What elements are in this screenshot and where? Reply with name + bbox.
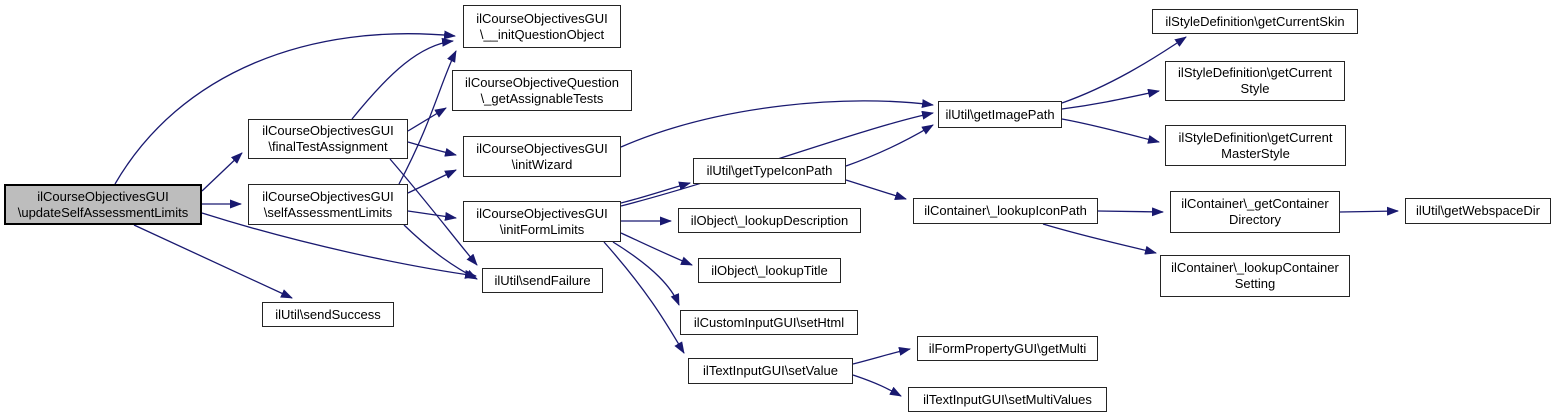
- node-getContainerDirectory[interactable]: ilContainer\_getContainer Directory: [1170, 191, 1340, 233]
- edge-selfa-sendfailure: [403, 224, 478, 280]
- edge-iconpath-containersetting: [1042, 223, 1157, 255]
- node-updateSelfAssessmentLimits[interactable]: ilCourseObjectivesGUI \updateSelfAssessm…: [4, 184, 202, 225]
- node-finalTestAssignment[interactable]: ilCourseObjectivesGUI \finalTestAssignme…: [248, 119, 408, 159]
- node-getMulti[interactable]: ilFormPropertyGUI\getMulti: [917, 336, 1098, 361]
- node-lookupContainerSetting[interactable]: ilContainer\_lookupContainer Setting: [1160, 255, 1350, 297]
- node-getTypeIconPath[interactable]: ilUtil\getTypeIconPath: [693, 158, 846, 184]
- node-getImagePath[interactable]: ilUtil\getImagePath: [938, 101, 1062, 128]
- edge-update-sendfailure: [201, 212, 477, 279]
- edge-imagepath-style: [1061, 88, 1160, 110]
- edge-typeicon-iconpath: [845, 179, 907, 200]
- edge-final-sendfailure: [389, 158, 478, 266]
- edge-setvalue-getmulti: [852, 346, 911, 365]
- edge-final-assignable: [407, 107, 447, 132]
- edge-initform-lookuptitle: [620, 232, 693, 266]
- edge-imagepath-masterstyle: [1061, 118, 1160, 144]
- node-lookupIconPath[interactable]: ilContainer\_lookupIconPath: [913, 198, 1098, 224]
- node-setMultiValues[interactable]: ilTextInputGUI\setMultiValues: [908, 387, 1107, 412]
- edge-final-initq: [351, 37, 454, 120]
- edge-selfa-initwizard: [407, 169, 457, 194]
- node-getWebspaceDir[interactable]: ilUtil\getWebspaceDir: [1405, 198, 1551, 224]
- edge-final-initwizard: [407, 141, 457, 157]
- edge-selfa-initform: [407, 210, 457, 221]
- node-getCurrentSkin[interactable]: ilStyleDefinition\getCurrentSkin: [1152, 9, 1358, 34]
- node-lookupDescription[interactable]: ilObject\_lookupDescription: [678, 208, 861, 233]
- edge-selfa-initq: [398, 50, 457, 185]
- node-sendFailure[interactable]: ilUtil\sendFailure: [482, 268, 603, 293]
- edge-update-initq: [114, 30, 456, 185]
- edge-imagepath-skin: [1061, 36, 1187, 104]
- node-selfAssessmentLimits[interactable]: ilCourseObjectivesGUI \selfAssessmentLim…: [248, 184, 408, 225]
- edge-update-final: [201, 152, 243, 192]
- edge-initform-setvalue: [603, 241, 685, 354]
- node-setHtml[interactable]: ilCustomInputGUI\setHtml: [680, 310, 858, 335]
- edge-typeicon-imagepath: [845, 124, 934, 167]
- node-getCurrentMasterStyle[interactable]: ilStyleDefinition\getCurrent MasterStyle: [1165, 125, 1346, 166]
- edge-iconpath-containerdir: [1097, 207, 1164, 217]
- edge-initform-typeicon: [620, 181, 691, 204]
- node-sendSuccess[interactable]: ilUtil\sendSuccess: [262, 302, 394, 327]
- edge-setvalue-setmulti: [852, 374, 902, 397]
- node-initFormLimits[interactable]: ilCourseObjectivesGUI \initFormLimits: [463, 201, 621, 242]
- edge-initform-sethtml: [612, 241, 680, 306]
- node-getCurrentStyle[interactable]: ilStyleDefinition\getCurrent Style: [1165, 61, 1345, 101]
- node-initQuestionObject[interactable]: ilCourseObjectivesGUI \__initQuestionObj…: [463, 5, 621, 48]
- edge-initwizard-imagepath: [620, 99, 934, 148]
- node-setValue[interactable]: ilTextInputGUI\setValue: [688, 358, 853, 384]
- node-getAssignableTests[interactable]: ilCourseObjectiveQuestion \_getAssignabl…: [452, 70, 632, 111]
- node-lookupTitle[interactable]: ilObject\_lookupTitle: [698, 258, 841, 283]
- edge-containerdir-webspacedir: [1339, 206, 1399, 216]
- edge-initform-imagepath: [620, 110, 934, 207]
- edge-update-sendsuccess: [133, 224, 293, 299]
- node-initWizard[interactable]: ilCourseObjectivesGUI \initWizard: [463, 136, 621, 177]
